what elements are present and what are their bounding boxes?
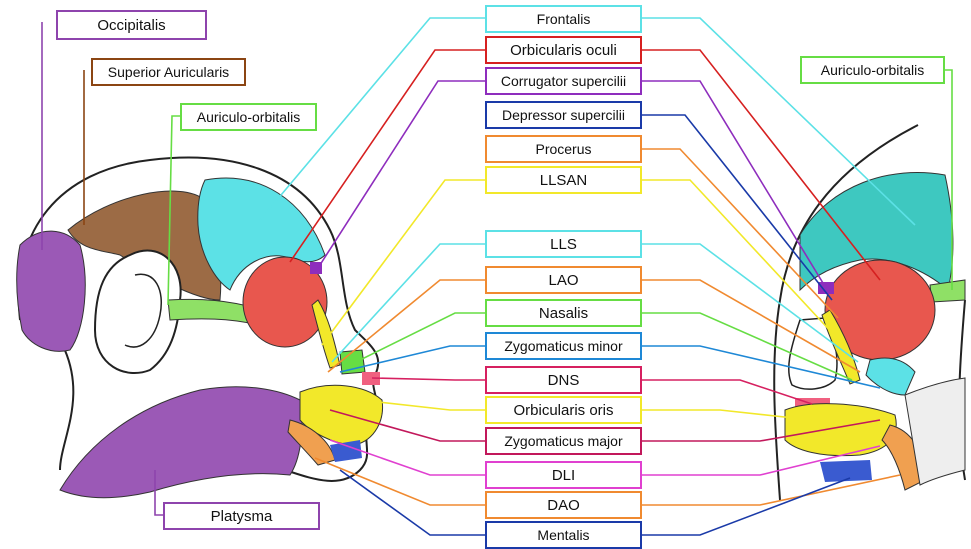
label-superior-auricularis: Superior Auricularis bbox=[91, 58, 246, 86]
orbicularis-oris-muscle-right bbox=[785, 404, 896, 456]
label-orbicularis-oris: Orbicularis oris bbox=[485, 396, 642, 424]
label-auriculo-orbitalis-left: Auriculo-orbitalis bbox=[180, 103, 317, 131]
label-depressor-supercilii: Depressor supercilii bbox=[485, 101, 642, 129]
label-mentalis: Mentalis bbox=[485, 521, 642, 549]
label-dao: DAO bbox=[485, 491, 642, 519]
label-frontalis: Frontalis bbox=[485, 5, 642, 33]
label-dns: DNS bbox=[485, 366, 642, 394]
label-procerus: Procerus bbox=[485, 135, 642, 163]
auriculo-orbitalis-muscle-right bbox=[930, 280, 965, 302]
occipitalis-muscle bbox=[17, 231, 85, 351]
ear bbox=[95, 251, 181, 373]
label-corrugator-supercilii: Corrugator supercilii bbox=[485, 67, 642, 95]
label-lao: LAO bbox=[485, 266, 642, 294]
label-llsan: LLSAN bbox=[485, 166, 642, 194]
label-nasalis: Nasalis bbox=[485, 299, 642, 327]
label-auriculo-orbitalis-right: Auriculo-orbitalis bbox=[800, 56, 945, 84]
mentalis-muscle-left bbox=[330, 440, 362, 462]
label-occipitalis: Occipitalis bbox=[56, 10, 207, 40]
label-zygomaticus-minor: Zygomaticus minor bbox=[485, 332, 642, 360]
label-lls: LLS bbox=[485, 230, 642, 258]
label-orbicularis-oculi: Orbicularis oculi bbox=[485, 36, 642, 64]
label-zygomaticus-major: Zygomaticus major bbox=[485, 427, 642, 455]
zygomaticus-muscle-right bbox=[866, 358, 915, 395]
label-dli: DLI bbox=[485, 461, 642, 489]
label-platysma: Platysma bbox=[163, 502, 320, 530]
platysma-muscle bbox=[60, 387, 302, 498]
